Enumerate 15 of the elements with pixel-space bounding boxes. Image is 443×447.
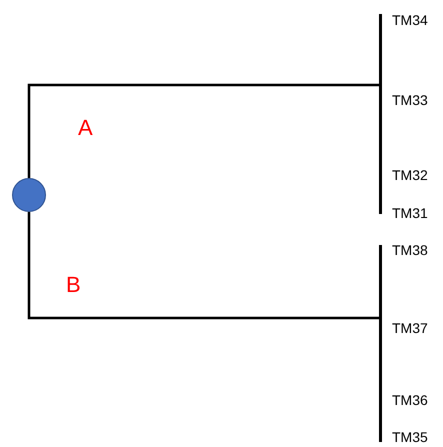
root-node-circle: [12, 178, 46, 212]
clade-label: A: [78, 116, 93, 140]
tip-label: TM34: [392, 11, 428, 29]
tip-label: TM31: [392, 204, 428, 222]
clade-bar: [379, 245, 382, 442]
tip-label: TM33: [392, 91, 428, 109]
tip-label: TM36: [392, 391, 428, 409]
tip-label: TM38: [392, 241, 428, 259]
tip-label: TM32: [392, 166, 428, 184]
tree-branch-line: [28, 212, 379, 320]
clade-bar: [379, 14, 382, 214]
tip-label: TM35: [392, 428, 428, 446]
tip-label: TM37: [392, 319, 428, 337]
clade-label: B: [66, 273, 81, 297]
tree-branch-line: [28, 84, 379, 178]
